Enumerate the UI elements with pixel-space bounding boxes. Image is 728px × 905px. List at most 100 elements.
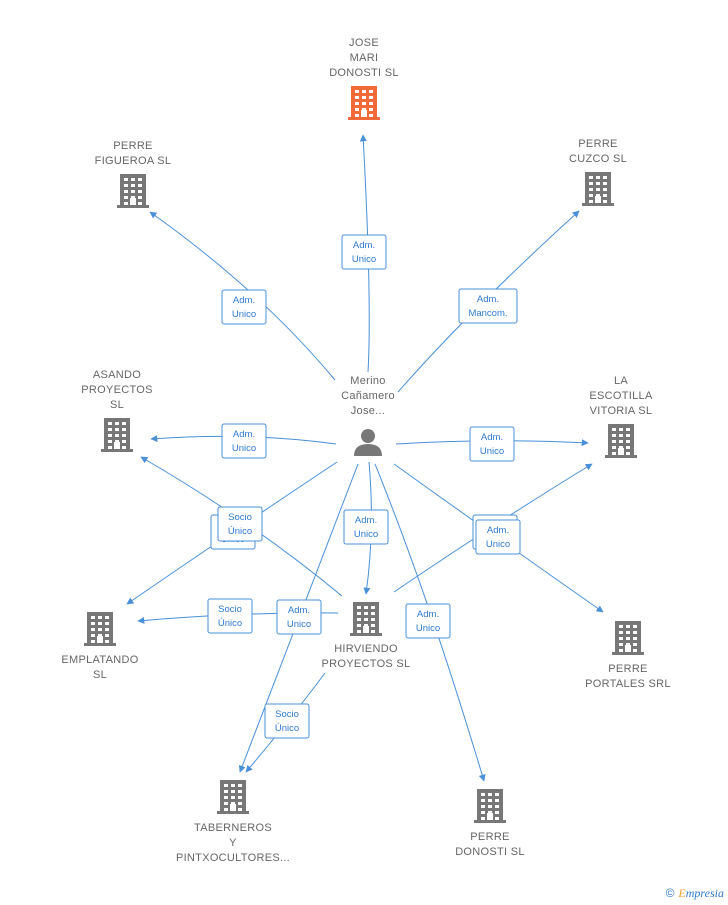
node-label: ASANDO <box>93 369 141 381</box>
node-label: DONOSTI SL <box>329 67 399 79</box>
node-donosti[interactable]: PERRE DONOSTI SL <box>455 789 525 858</box>
node-label: VITORIA SL <box>590 405 653 417</box>
node-taberneros[interactable]: TABERNEROS Y PINTXOCULTORES... <box>176 780 290 864</box>
building-icon <box>84 612 116 646</box>
node-label: PINTXOCULTORES... <box>176 852 290 864</box>
copyright-icon: © <box>665 886 675 900</box>
edge-label-box <box>341 234 387 270</box>
edge-label-text: Socio <box>275 709 299 720</box>
edge-label[interactable]: Adm.Unico <box>221 289 267 325</box>
edge-label[interactable]: Adm. Unico <box>221 423 267 459</box>
edge-label[interactable]: Adm. Unico <box>475 519 521 555</box>
edge-label-text: Único <box>218 618 242 629</box>
building-icon <box>612 621 644 655</box>
node-label: Y <box>229 837 237 849</box>
edge-label-box <box>276 599 322 635</box>
edge-label-text: Socio <box>218 604 242 615</box>
node-label: PROYECTOS <box>81 384 153 396</box>
building-icon <box>348 86 380 120</box>
edge-label-box <box>475 519 521 555</box>
edge-label-text: Único <box>228 526 252 537</box>
building-icon <box>350 602 382 636</box>
node-label: Jose... <box>351 405 386 417</box>
node-escotilla[interactable]: LA ESCOTILLA VITORIA SL <box>589 375 653 458</box>
edge-label-text: Adm. <box>487 525 509 536</box>
building-icon <box>117 174 149 208</box>
footer-brand[interactable]: ©Empresia <box>666 886 724 901</box>
edge-label-text: Unico <box>232 443 256 454</box>
node-label: FIGUEROA SL <box>95 155 172 167</box>
edge-label-text: Unico <box>287 619 311 630</box>
edge-label-text: Adm. <box>353 240 375 251</box>
building-icon <box>605 424 637 458</box>
edge-person-to-jose[interactable] <box>359 134 370 373</box>
edge-label-box <box>264 703 310 739</box>
edge-label-text: Unico <box>416 623 440 634</box>
node-emplatando[interactable]: EMPLATANDO SL <box>61 612 138 681</box>
edge-label-box <box>221 423 267 459</box>
node-label: EMPLATANDO <box>61 654 138 666</box>
node-label: PERRE <box>608 663 647 675</box>
building-icon <box>474 789 506 823</box>
node-label: PERRE <box>113 140 152 152</box>
node-label: PORTALES SRL <box>585 678 671 690</box>
node-person[interactable]: MerinoCañameroJose... <box>341 375 395 456</box>
edge-label-text: Socio <box>228 512 252 523</box>
node-label: JOSE <box>349 37 379 49</box>
node-label: SL <box>93 669 107 681</box>
edge-label-text: Unico <box>354 529 378 540</box>
edge-label-text: Mancom. <box>468 308 507 319</box>
node-label: Cañamero <box>341 390 395 402</box>
node-label: Merino <box>350 375 385 387</box>
edge-label[interactable]: Adm. Unico <box>276 599 322 635</box>
edge-label-text: Único <box>275 723 299 734</box>
edge-label-text: Unico <box>486 539 510 550</box>
node-asando[interactable]: ASANDO PROYECTOS SL <box>81 369 153 452</box>
node-label: PERRE <box>470 831 509 843</box>
edge-label[interactable]: Adm. Unico <box>405 603 451 639</box>
node-label: HIRVIENDO <box>334 643 398 655</box>
node-hirviendo[interactable]: HIRVIENDO PROYECTOS SL <box>322 602 411 670</box>
edge-label[interactable]: Adm. Mancom. <box>458 288 518 324</box>
edge-label-box <box>221 289 267 325</box>
node-label: PROYECTOS SL <box>322 658 411 670</box>
edge-label[interactable]: Adm. Unico <box>341 234 387 270</box>
brand-initial: E <box>678 886 686 900</box>
node-label: DONOSTI SL <box>455 846 525 858</box>
edge-label-box <box>217 506 263 542</box>
edge-labels-layer: Adm.UnicoAdm.UnicoAdm.Mancom.Adm.UnicoAd… <box>207 234 521 739</box>
node-portales[interactable]: PERRE PORTALES SRL <box>585 621 671 690</box>
edge-label-text: Unico <box>480 446 504 457</box>
edge-label-text: Unico <box>352 254 376 265</box>
node-jose[interactable]: JOSE MARI DONOSTI SL <box>329 37 399 120</box>
edge-label-text: Adm. <box>233 429 255 440</box>
building-icon <box>217 780 249 814</box>
edge-label-text: Unico <box>232 309 256 320</box>
node-label: CUZCO SL <box>569 153 627 165</box>
edge-label-box <box>469 426 515 462</box>
edge-label[interactable]: Adm. Unico <box>469 426 515 462</box>
node-label: ESCOTILLA <box>589 390 653 402</box>
edge-label-text: Adm. <box>417 609 439 620</box>
edge-label-box <box>343 509 389 545</box>
edge-label-text: Adm. <box>355 515 377 526</box>
node-label: MARI <box>350 52 379 64</box>
edges-layer <box>126 134 604 782</box>
building-icon <box>582 172 614 206</box>
edge-label-text: Adm. <box>477 294 499 305</box>
node-label: LA <box>614 375 628 387</box>
edge-label-box <box>207 598 253 634</box>
edge-label-text: Adm. <box>481 432 503 443</box>
node-label: TABERNEROS <box>194 822 272 834</box>
node-label: SL <box>110 399 124 411</box>
edge-label[interactable]: Adm. Unico <box>343 509 389 545</box>
node-figueroa[interactable]: PERRE FIGUEROA SL <box>95 140 172 208</box>
building-icon <box>101 418 133 452</box>
edge-label-text: Adm. <box>288 605 310 616</box>
